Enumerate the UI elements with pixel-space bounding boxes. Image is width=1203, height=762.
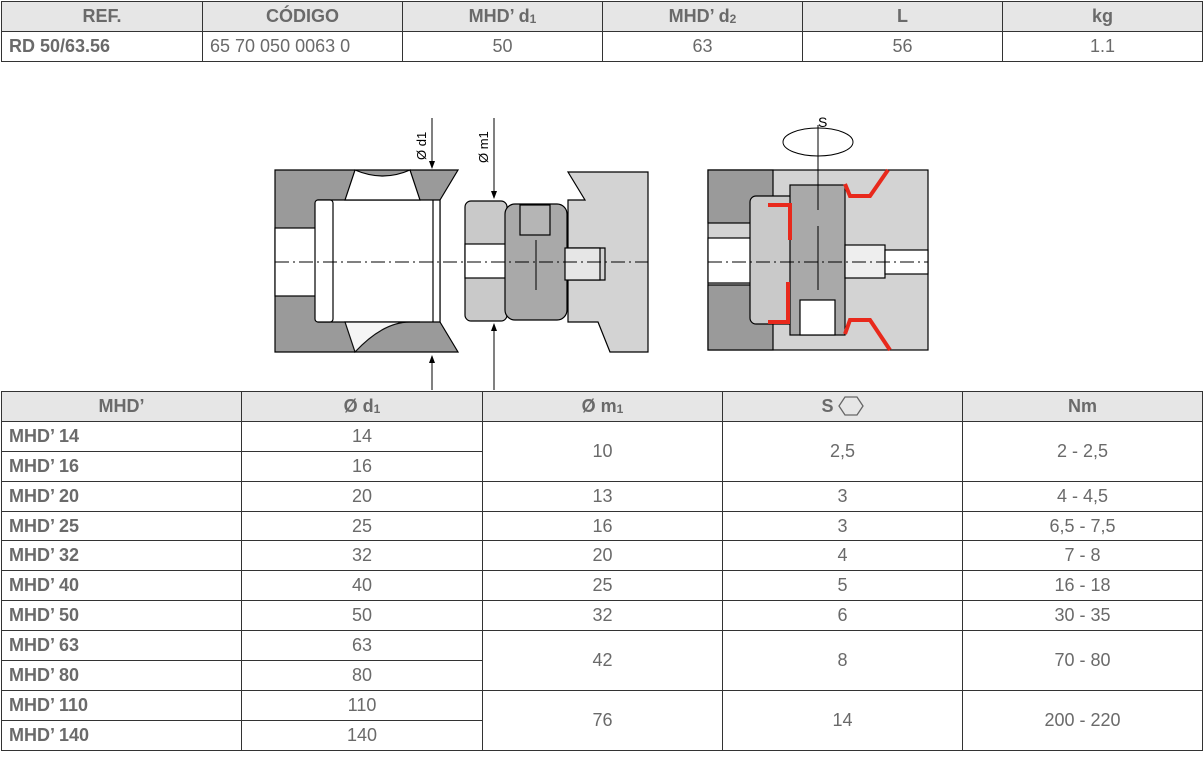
- cell-m1: 32: [482, 600, 723, 632]
- size-table-header: MHD’ Ø d1 Ø m1 S Nm: [1, 391, 1203, 422]
- cell-m1: 13: [482, 480, 723, 512]
- spec-table-header: REF. CÓDIGO MHD’ d1 MHD’ d2 L kg: [1, 1, 1203, 32]
- cell-nm: 4 - 4,5: [962, 480, 1203, 512]
- table-row: RD 50/63.56 65 70 050 0063 0 50 63 56 1.…: [1, 31, 1203, 62]
- cell-m1: 76: [482, 689, 723, 751]
- cell-s: 5: [722, 570, 963, 602]
- header-nm: Nm: [962, 391, 1203, 422]
- rotation-arrow-icon: [782, 127, 854, 157]
- cell-nm: 7 - 8: [962, 540, 1203, 572]
- cell-s: 6: [722, 600, 963, 632]
- cell-nm: 200 - 220: [962, 689, 1203, 751]
- cell-mhd: MHD’ 20: [1, 480, 242, 512]
- cell-s: 14: [722, 689, 963, 751]
- label-s: S: [818, 114, 827, 130]
- cell-d1: 16: [241, 450, 483, 482]
- cell-s: 4: [722, 540, 963, 572]
- cell-m1: 25: [482, 570, 723, 602]
- cell-mhd: MHD’ 80: [1, 660, 242, 691]
- left-fitting: [274, 169, 460, 354]
- assembly-diagram: Ø d1 Ø m1 S: [274, 114, 929, 390]
- hexagon-icon: [837, 396, 864, 416]
- header-codigo: CÓDIGO: [202, 1, 403, 32]
- cell-d1: 50: [241, 600, 483, 632]
- spec-table: REF. CÓDIGO MHD’ d1 MHD’ d2 L kg RD 50/6…: [1, 1, 1203, 62]
- cell-ref: RD 50/63.56: [1, 31, 203, 62]
- header-mhd: MHD’: [1, 391, 242, 422]
- cell-nm: 30 - 35: [962, 600, 1203, 632]
- cell-m1: 16: [482, 510, 723, 542]
- cell-codigo: 65 70 050 0063 0: [202, 31, 403, 62]
- cell-d1: 32: [241, 540, 483, 572]
- cell-d1: 50: [402, 31, 603, 62]
- cell-mhd: MHD’ 16: [1, 450, 242, 482]
- cell-m1: 42: [482, 630, 723, 691]
- cell-d1: 20: [241, 480, 483, 512]
- cell-s: 2,5: [722, 420, 963, 482]
- cell-mhd: MHD’ 110: [1, 689, 242, 721]
- cell-m1: 20: [482, 540, 723, 572]
- dimension-arrows: [429, 118, 854, 390]
- header-kg: kg: [1002, 1, 1203, 32]
- cell-mhd: MHD’ 25: [1, 510, 242, 542]
- cell-s: 3: [722, 480, 963, 512]
- cell-mhd: MHD’ 40: [1, 570, 242, 602]
- cell-mhd: MHD’ 50: [1, 600, 242, 632]
- cell-mhd: MHD’ 63: [1, 630, 242, 662]
- cell-d1: 14: [241, 420, 483, 452]
- header-m1: Ø m1: [482, 391, 723, 422]
- header-s: S: [722, 391, 963, 422]
- cell-nm: 2 - 2,5: [962, 420, 1203, 482]
- cell-mhd: MHD’ 14: [1, 420, 242, 452]
- label-m1: Ø m1: [476, 131, 491, 163]
- header-d1: MHD’ d1: [402, 1, 603, 32]
- cell-d1: 80: [241, 660, 483, 691]
- cell-d2: 63: [602, 31, 803, 62]
- cell-m1: 10: [482, 420, 723, 482]
- cell-s: 8: [722, 630, 963, 691]
- cell-d1: 40: [241, 570, 483, 602]
- cell-d1: 110: [241, 689, 483, 721]
- cell-d1: 25: [241, 510, 483, 542]
- cell-kg: 1.1: [1002, 31, 1203, 62]
- header-d1: Ø d1: [241, 391, 483, 422]
- cell-mhd: MHD’ 140: [1, 719, 242, 751]
- header-d2: MHD’ d2: [602, 1, 803, 32]
- cell-l: 56: [802, 31, 1003, 62]
- header-ref: REF.: [1, 1, 203, 32]
- label-d1: Ø d1: [414, 132, 429, 160]
- seal-highlight: [768, 168, 892, 352]
- cell-d1: 140: [241, 719, 483, 751]
- cell-mhd: MHD’ 32: [1, 540, 242, 572]
- cell-nm: 6,5 - 7,5: [962, 510, 1203, 542]
- cell-s: 3: [722, 510, 963, 542]
- cell-nm: 16 - 18: [962, 570, 1203, 602]
- header-l: L: [802, 1, 1003, 32]
- cell-nm: 70 - 80: [962, 630, 1203, 691]
- cell-d1: 63: [241, 630, 483, 662]
